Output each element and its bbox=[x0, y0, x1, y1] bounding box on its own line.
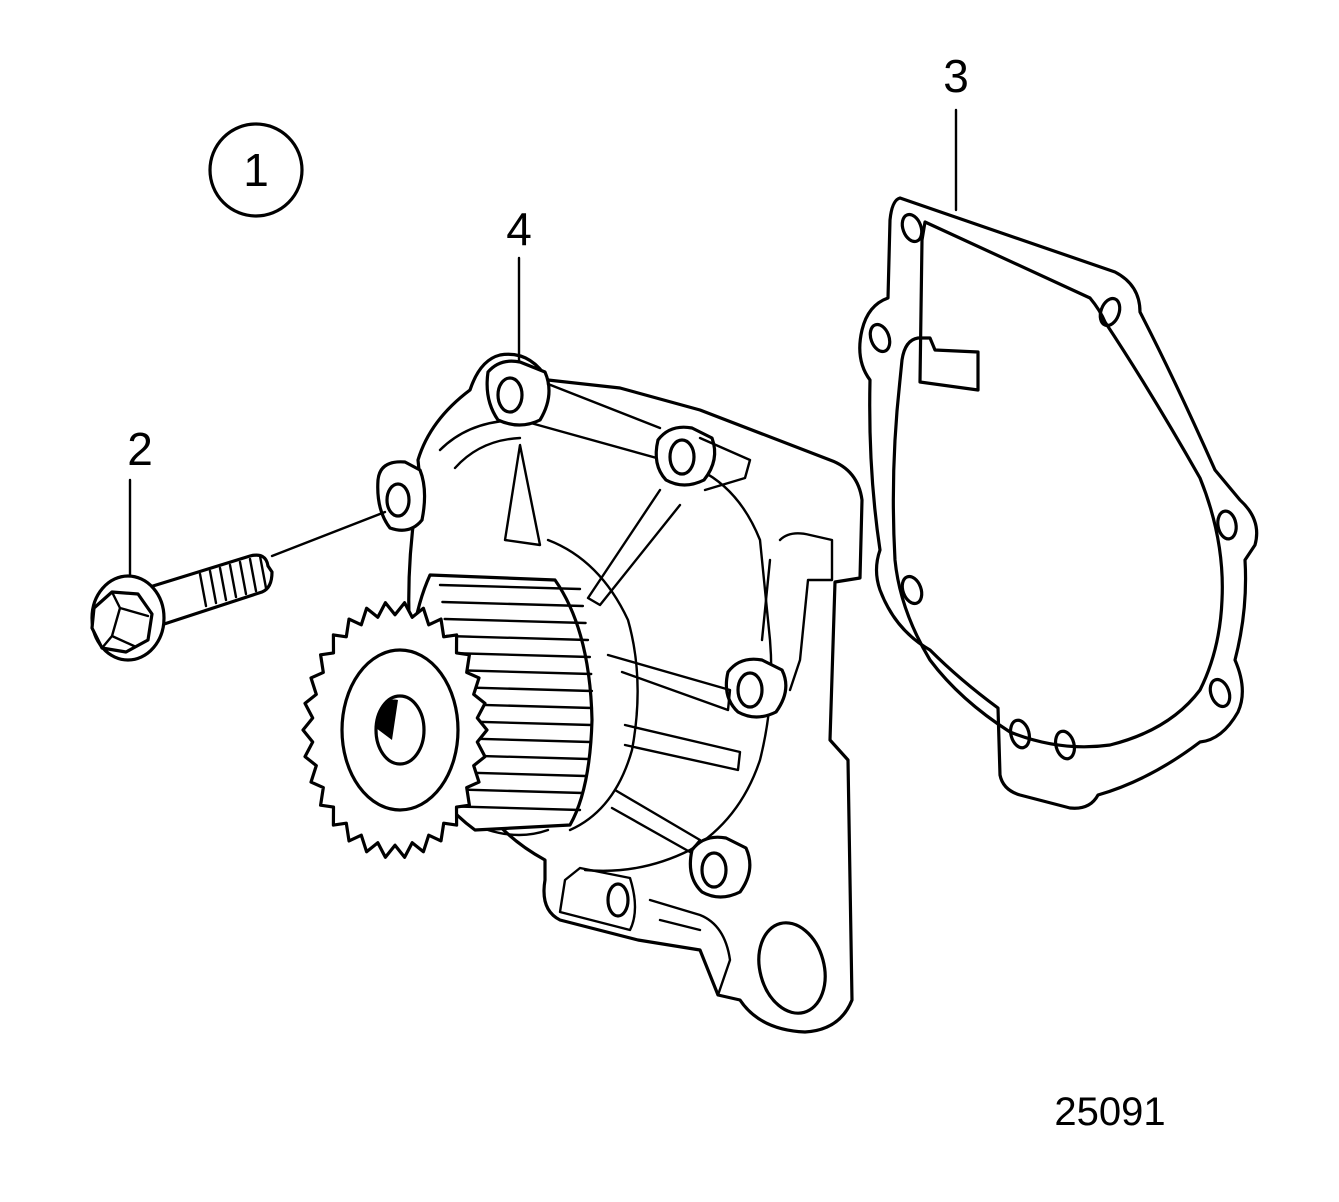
bolt-thread bbox=[228, 563, 238, 599]
bolt-drawing bbox=[90, 510, 387, 662]
bolt-thread bbox=[218, 566, 228, 602]
bolt-thread bbox=[208, 569, 218, 605]
callout-gasket-label: 3 bbox=[943, 50, 969, 102]
bolt-thread bbox=[258, 554, 268, 590]
spline-stripe bbox=[443, 617, 587, 625]
gasket-drawing bbox=[858, 196, 1259, 810]
spline-stripe bbox=[441, 600, 585, 608]
spline-stripe bbox=[447, 651, 592, 659]
bolt-thread bbox=[248, 557, 258, 593]
water-pump-drawing bbox=[376, 352, 864, 1034]
callout-bolt-label: 2 bbox=[127, 423, 153, 475]
spline-stripe bbox=[438, 583, 582, 591]
bolt-thread bbox=[198, 572, 208, 608]
figure-number: 25091 bbox=[1054, 1090, 1165, 1134]
callout-pump: 4 bbox=[506, 203, 532, 362]
spline-stripe bbox=[445, 634, 590, 642]
bolt-thread bbox=[238, 560, 248, 596]
group-callout-label: 1 bbox=[243, 144, 269, 196]
spline-stripe bbox=[448, 668, 593, 676]
callout-bolt: 2 bbox=[127, 423, 153, 582]
callout-gasket: 3 bbox=[943, 50, 969, 212]
group-callout: 1 bbox=[208, 122, 304, 218]
callout-pump-label: 4 bbox=[506, 203, 532, 255]
pump-pulley-drawing bbox=[301, 573, 594, 859]
